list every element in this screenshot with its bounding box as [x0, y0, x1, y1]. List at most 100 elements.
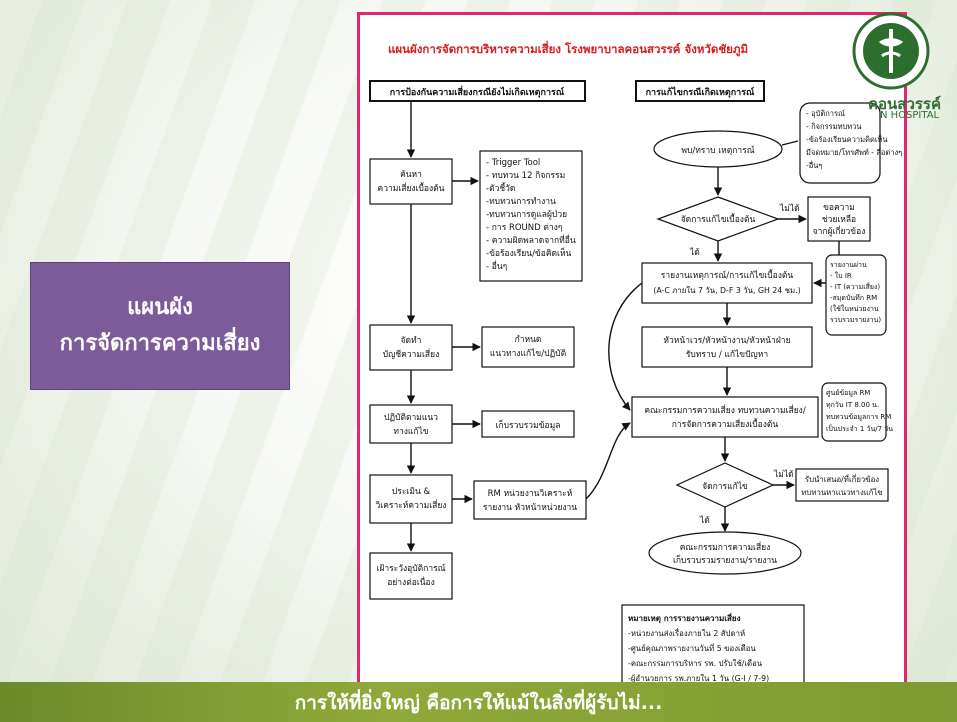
- doc-title: แผนผังการจัดการบริหารความเสี่ยง โรงพยาบา…: [388, 40, 748, 57]
- rm-line2: รายงาน หัวหน้าหน่วยงาน: [483, 502, 577, 513]
- rm-note-item: เป็นประจำ 1 วัน/7 วัน: [826, 424, 893, 433]
- flow-box-practice: ปฏิบัติตามแนว ทางแก้ไข: [369, 404, 453, 444]
- right-header-box: [635, 80, 765, 102]
- left-title-line1: แผนผัง: [127, 295, 193, 320]
- tool-item: -ข้อร้องเรียน/ข้อคิดเห็น: [486, 247, 572, 259]
- help-line1: ขอความ: [823, 203, 855, 213]
- define-line2: แนวทางแก้ไข/ปฏิบัติ: [490, 348, 566, 359]
- event-label: พบ/ทราบ เหตุการณ์: [681, 145, 754, 156]
- source-item: - อุบัติการณ์: [806, 109, 845, 118]
- report-note-item: รายงานผ่าน: [830, 261, 867, 269]
- nopass-line2: ทบทวนหาแนวทางแก้ไข: [801, 488, 883, 497]
- yes-label-2: ได้: [699, 515, 710, 526]
- left-title-line2: การจัดการความเสี่ยง: [59, 331, 261, 356]
- report-box: รายงานเหตุการณ์/การแก้ไขเบื้องต้น (A-C ภ…: [641, 262, 813, 304]
- flow-box-find: ค้นหา ความเสี่ยงเบื้องต้น: [369, 158, 453, 205]
- source-item: - กิจกรรมทบทวน: [806, 122, 862, 131]
- report-note-item: -สมุดบันทึก RM: [830, 293, 877, 302]
- no-label-2: ไม่ได้: [773, 469, 794, 480]
- practice-line1: ปฏิบัติตามแนว: [384, 413, 438, 423]
- practice-line2: ทางแก้ไข: [393, 426, 428, 437]
- report-note-box: รายงานผ่าน - ใบ IR - IT (ความเสี่ยง) -สม…: [825, 254, 887, 336]
- committee-box: คณะกรรมการความเสี่ยง ทบทวนความเสี่ยง/ กา…: [631, 396, 819, 438]
- monitor-line2: อย่างต่อเนื่อง: [387, 576, 435, 588]
- tool-item: -ตัวชี้วัด: [486, 182, 515, 194]
- notes-title: หมายเหตุ การรายงานความเสี่ยง: [628, 612, 741, 624]
- tool-item: - ความผิดพลาดจากที่อื่น: [486, 234, 576, 246]
- source-item: -ข้อร้องเรียนความคิดเห็น: [806, 134, 888, 144]
- left-title-panel: แผนผัง การจัดการความเสี่ยง: [30, 262, 290, 390]
- yes-label: ได้: [689, 247, 700, 258]
- head-line2: รับทราบ / แก้ไขปัญหา: [686, 349, 768, 360]
- help-line2: ช่วยเหลือ: [822, 214, 856, 225]
- committee-line2: การจัดการความเสี่ยงเบื้องต้น: [672, 418, 779, 430]
- tools-list-box: - Trigger Tool - ทบทวน 12 กิจกรรม -ตัวชี…: [479, 150, 583, 282]
- head-line1: หัวหน้าเวร/หัวหน้างาน/หัวหน้าฝ่าย: [663, 335, 790, 346]
- manage-decision-diamond: จัดการแก้ไข: [675, 462, 775, 508]
- flowchart-document: แผนผังการจัดการบริหารความเสี่ยง โรงพยาบา…: [357, 12, 907, 712]
- nopass-line1: รับนำเสนอ/ที่เกี่ยวข้อง: [805, 474, 879, 484]
- flow-box-monitor: เฝ้าระวังอุบัติการณ์ อย่างต่อเนื่อง: [369, 552, 453, 600]
- final-ellipse: คณะกรรมการความเสี่ยง เก็บรวบรวมรายงาน/รา…: [648, 531, 802, 575]
- define-box: กำหนด แนวทางแก้ไข/ปฏิบัติ: [481, 326, 575, 368]
- register-line1: จัดทำ: [401, 336, 422, 346]
- tool-item: - Trigger Tool: [486, 158, 540, 168]
- final-line1: คณะกรรมการความเสี่ยง: [680, 541, 771, 553]
- event-ellipse: พบ/ทราบ เหตุการณ์: [653, 130, 783, 168]
- collect-box: เก็บรวบรวมข้อมูล: [481, 410, 575, 438]
- flow-box-register: จัดทำ บัญชีความเสี่ยง: [369, 324, 453, 371]
- notes-item: -คณะกรรมการบริหาร รพ. ปรับใช้/เดือน: [628, 659, 763, 668]
- rm-note-item: ทุกวัน IT 8.00 น.: [826, 401, 879, 409]
- fix-decision-label: จัดการแก้ไขเบื้องต้น: [681, 213, 756, 225]
- notes-item: -ผู้อำนวยการ รพ.ภายใน 1 วัน (G-I / 7-9): [628, 674, 769, 684]
- report-note-item: รวบรวมรายงาน): [830, 316, 881, 324]
- define-line1: กำหนด: [515, 335, 542, 345]
- tool-item: - อื่นๆ: [486, 260, 507, 272]
- final-line2: เก็บรวบรวมรายงาน/รายงาน: [673, 554, 777, 566]
- connector-sources: [781, 140, 799, 146]
- rm-note-item: ทบทวนข้อมูลการ RM: [826, 413, 891, 421]
- manage-decision-label: จัดการแก้ไข: [702, 481, 748, 492]
- head-box: หัวหน้าเวร/หัวหน้างาน/หัวหน้าฝ่าย รับทรา…: [641, 326, 813, 368]
- tool-item: - การ ROUND ต่างๆ: [486, 223, 562, 233]
- notes-item: -ศูนย์คุณภาพรายงานวันที่ 5 ของเดือน: [628, 643, 756, 654]
- report-note-item: - IT (ความเสี่ยง): [830, 282, 880, 291]
- footer-band: [0, 682, 957, 722]
- sources-box: - อุบัติการณ์ - กิจกรรมทบทวน -ข้อร้องเรี…: [799, 102, 902, 184]
- flow-box-assess: ประเมิน & วิเคราะห์ความเสี่ยง: [369, 474, 453, 524]
- rm-note-box: ศูนย์ข้อมูล RM ทุกวัน IT 8.00 น. ทบทวนข้…: [821, 382, 893, 442]
- assess-line1: ประเมิน &: [392, 487, 431, 497]
- footer-text: การให้ที่ยิ่งใหญ่ คือการให้แม้ในสิ่งที่ผ…: [294, 692, 663, 714]
- hospital-name: คอนสวรรค์: [868, 95, 942, 113]
- report-line1: รายงานเหตุการณ์/การแก้ไขเบื้องต้น: [661, 269, 794, 281]
- report-note-item: (ใช้ในหน่วยงาน: [830, 304, 879, 313]
- source-item: -อื่นๆ: [806, 160, 822, 170]
- help-box: ขอความ ช่วยเหลือ จากผู้เกี่ยวข้อง: [807, 196, 871, 242]
- hospital-name-en: N HOSPITAL: [880, 110, 940, 121]
- assess-line2: วิเคราะห์ความเสี่ยง: [375, 499, 446, 511]
- rm-line1: RM หน่วยงานวิเคราะห์: [488, 488, 573, 499]
- report-note-item: - ใบ IR: [830, 271, 852, 280]
- right-header: การแก้ไขกรณีเกิดเหตุการณ์: [646, 86, 755, 98]
- flowchart-svg: แผนผังการจัดการบริหารความเสี่ยง โรงพยาบา…: [369, 40, 902, 702]
- curve-report-to-committee: [608, 282, 643, 411]
- no-label: ไม่ได้: [779, 203, 800, 214]
- committee-line1: คณะกรรมการความเสี่ยง ทบทวนความเสี่ยง/: [644, 404, 806, 416]
- monitor-line1: เฝ้าระวังอุบัติการณ์: [376, 563, 445, 574]
- tool-item: - ทบทวน 12 กิจกรรม: [486, 171, 565, 181]
- tool-item: -ทบทวนการดูแลผู้ป่วย: [486, 209, 567, 220]
- ministry-logo-icon: [852, 12, 930, 90]
- register-line2: บัญชีความเสี่ยง: [383, 348, 439, 360]
- left-header-box: [369, 80, 586, 102]
- rm-note-item: ศูนย์ข้อมูล RM: [826, 389, 870, 397]
- left-header: การป้องกันความเสี่ยงกรณียังไม่เกิดเหตุกา…: [390, 85, 565, 98]
- nopass-box: รับนำเสนอ/ที่เกี่ยวข้อง ทบทวนหาแนวทางแก้…: [795, 468, 889, 502]
- source-item: มีจดหมาย/โทรศัพท์ - สื่อต่างๆ: [806, 147, 902, 157]
- report-line2: (A-C ภายใน 7 วัน, D-F 3 วัน, GH 24 ชม.): [653, 286, 800, 295]
- curve-rm-to-committee: [585, 422, 631, 500]
- find-line1: ค้นหา: [400, 169, 422, 180]
- rm-box: RM หน่วยงานวิเคราะห์ รายงาน หัวหน้าหน่วย…: [473, 480, 587, 520]
- tool-item: -ทบทวนการทำงาน: [486, 197, 556, 207]
- collect-line1: เก็บรวบรวมข้อมูล: [496, 419, 561, 431]
